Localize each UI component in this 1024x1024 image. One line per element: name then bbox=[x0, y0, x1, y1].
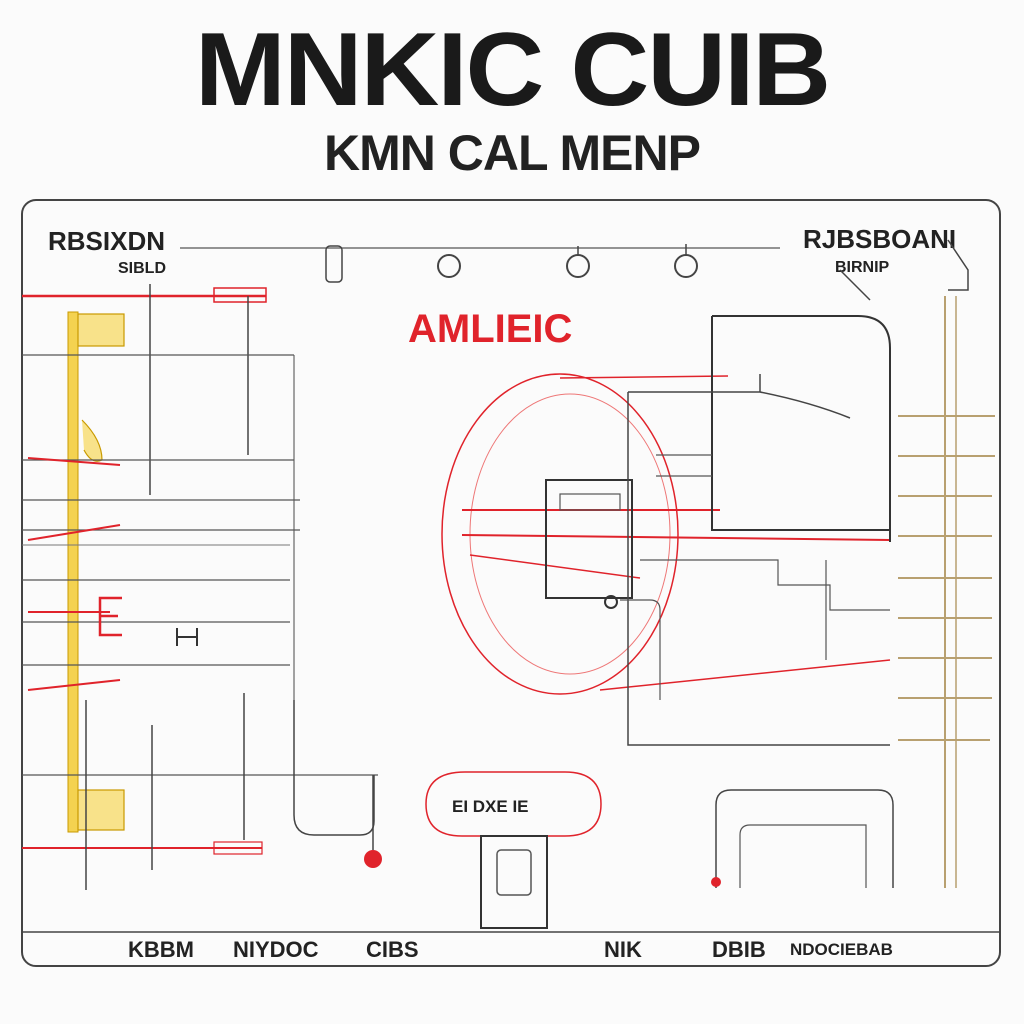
left-red-tap-1 bbox=[27, 457, 121, 466]
right-housing bbox=[711, 315, 891, 542]
red-feed-2 bbox=[461, 534, 891, 541]
left-red-tag-bottom bbox=[213, 841, 263, 855]
red-feed-3 bbox=[469, 554, 641, 579]
lower-right-route-inner bbox=[739, 824, 867, 888]
right-housing-wire-3 bbox=[640, 559, 890, 611]
footer-label-2: NIYDOC bbox=[233, 937, 319, 962]
footer-label-3: CIBS bbox=[366, 937, 419, 962]
h-symbol bbox=[176, 628, 198, 646]
yellow-bracket bbox=[81, 419, 103, 462]
right-housing-wire-2 bbox=[656, 454, 712, 477]
red-loop-inner bbox=[469, 393, 671, 675]
top-right-sublabel: BIRNIP bbox=[835, 259, 890, 276]
terminal-taps bbox=[898, 415, 995, 741]
yellow-rail bbox=[67, 311, 79, 833]
left-route-wire bbox=[293, 700, 375, 836]
yellow-clip-bottom bbox=[77, 789, 125, 831]
top-left-sublabel: SIBLD bbox=[118, 260, 166, 277]
center-component bbox=[545, 479, 633, 599]
center-component-knob bbox=[604, 595, 618, 609]
right-housing-notch bbox=[628, 374, 851, 419]
footer-label-5: DBIB bbox=[712, 937, 766, 962]
bubble-device-window bbox=[496, 849, 532, 896]
panel-frame bbox=[21, 199, 1001, 967]
footer-label-4: NIK bbox=[604, 937, 642, 962]
yellow-clip-top bbox=[77, 313, 125, 347]
red-feed-4 bbox=[559, 375, 729, 379]
left-red-tag bbox=[213, 287, 267, 303]
diagram-subtitle: KMN CAL MENP bbox=[324, 125, 701, 181]
footer-label-1: KBBM bbox=[128, 937, 194, 962]
top-ring-3 bbox=[674, 254, 698, 278]
left-red-tap-4 bbox=[27, 679, 121, 691]
bubble-device bbox=[480, 835, 548, 929]
top-right-label: RJBSBOANI bbox=[803, 224, 956, 254]
diagram-title: MNKIC CUIB bbox=[194, 12, 831, 128]
e-symbol bbox=[98, 596, 122, 637]
footer-label-6: NDOCIEBAB bbox=[790, 940, 893, 959]
right-housing-wire-4 bbox=[620, 599, 661, 700]
top-ring-2 bbox=[566, 254, 590, 278]
center-label: AMLIEIC bbox=[408, 307, 572, 351]
bubble-label: EI DXE IE bbox=[452, 797, 529, 816]
lower-right-route bbox=[715, 789, 894, 888]
red-feed-5 bbox=[599, 659, 891, 691]
red-dot-terminal bbox=[364, 850, 382, 868]
left-red-tap-2 bbox=[27, 524, 121, 541]
right-top-bracket bbox=[839, 239, 969, 301]
red-loop-outer bbox=[441, 373, 679, 695]
top-left-label: RBSIXDN bbox=[48, 226, 165, 256]
top-ring-1 bbox=[437, 254, 461, 278]
right-housing-wire-1 bbox=[627, 392, 890, 746]
lower-right-red-dot bbox=[711, 877, 721, 887]
center-component-inner bbox=[559, 493, 621, 511]
top-connector-1 bbox=[325, 245, 343, 283]
